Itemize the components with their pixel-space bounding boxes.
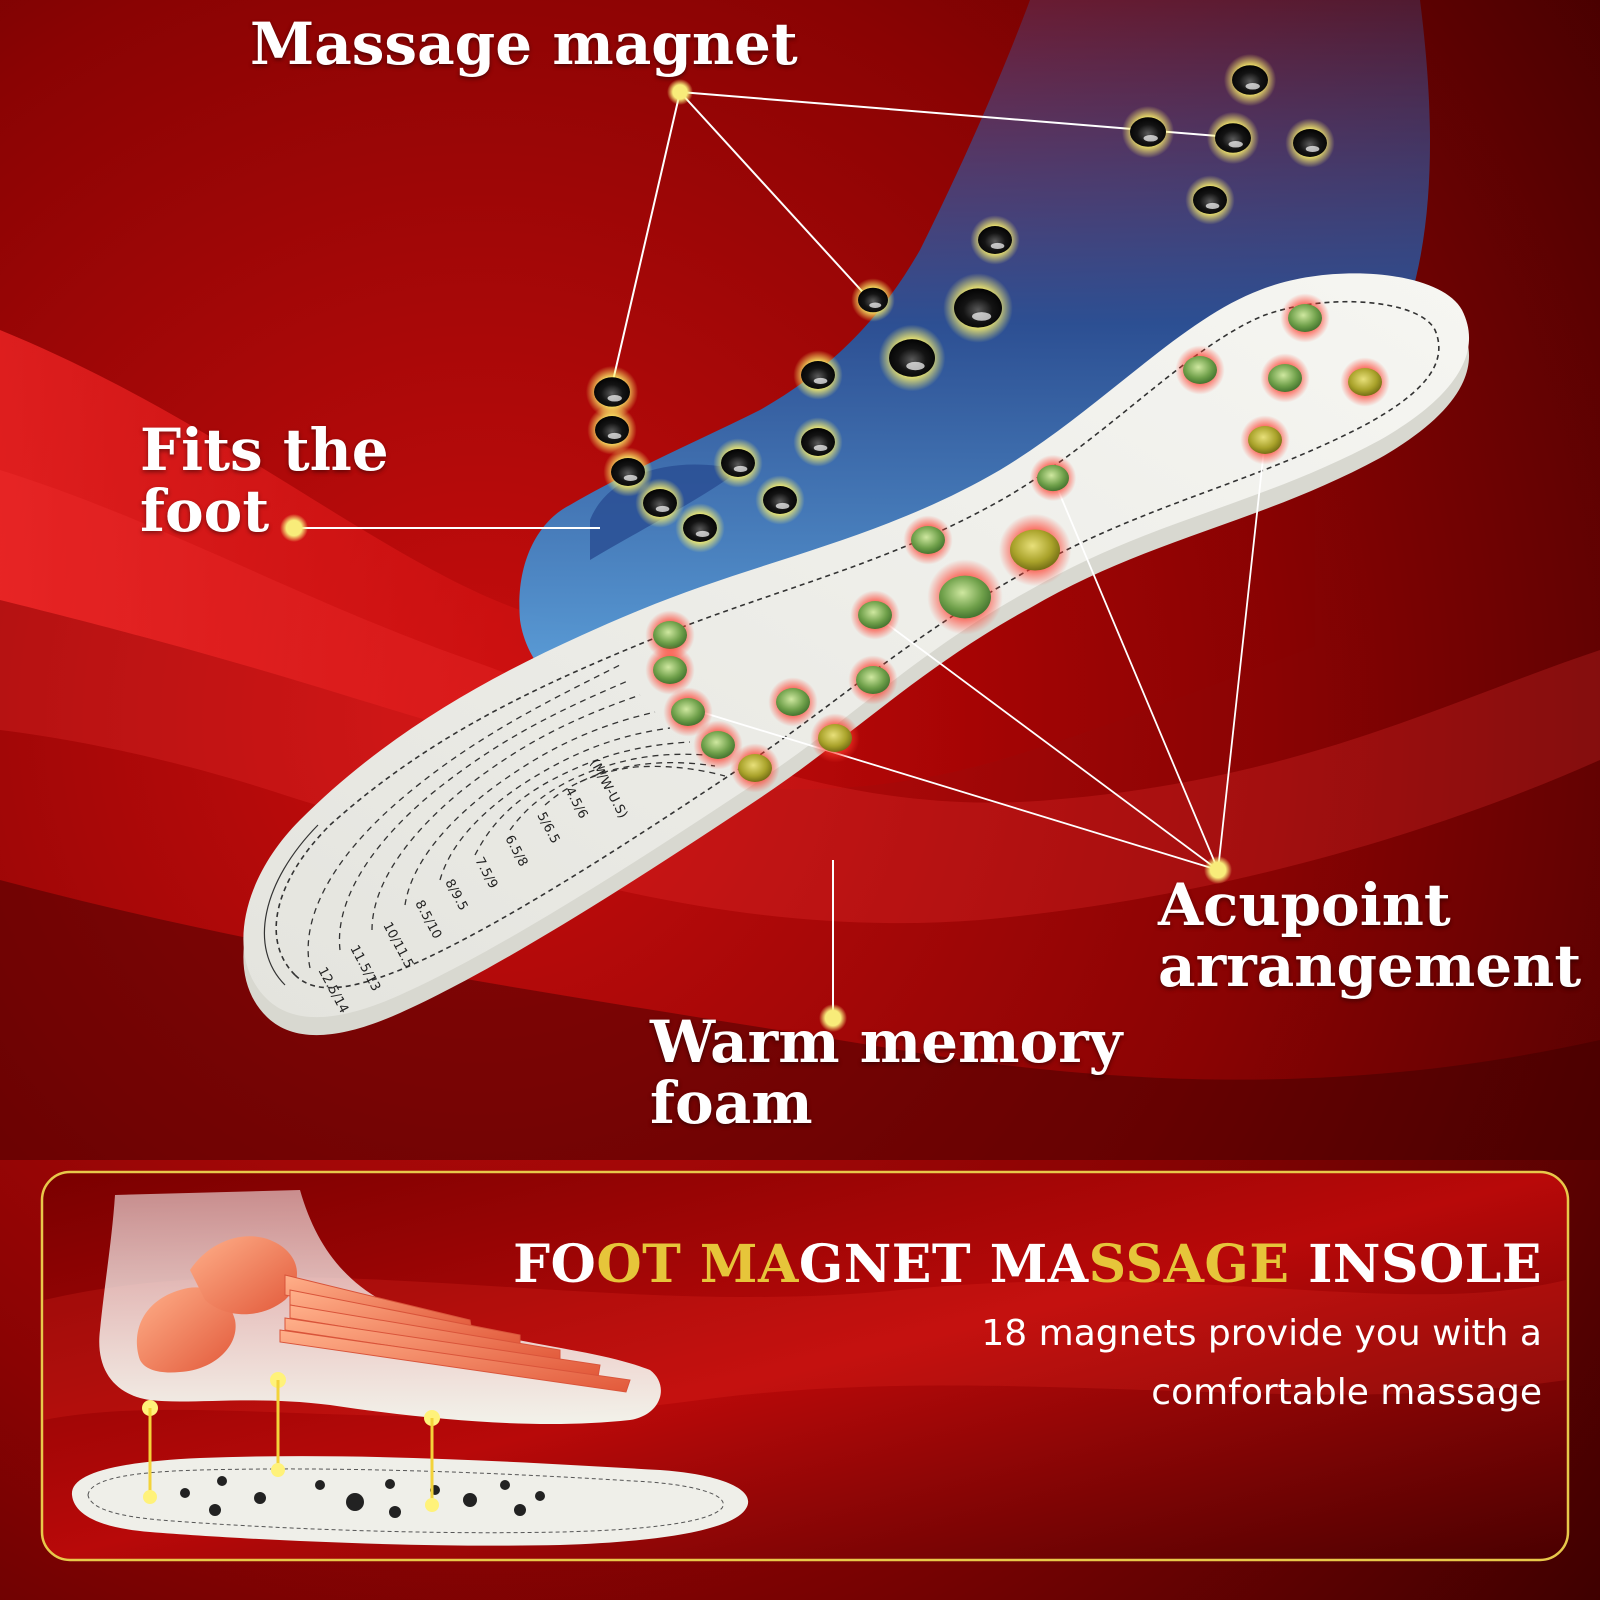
black-bead-icon [585,365,639,419]
green-bead-icon [768,677,818,727]
black-bead-icon [1206,111,1260,165]
panel-title-part: INSOLE [1289,1234,1542,1295]
green-bead-icon [927,559,1003,635]
acupoint-line2: arrangement [1158,931,1582,1000]
panel-title-part: OT MA [596,1234,799,1295]
green-bead-icon [1029,454,1077,502]
black-bead-icon [1223,53,1277,107]
foam-line2: foam [650,1068,813,1137]
black-bead-icon [1285,118,1335,168]
green-bead-icon [810,713,860,763]
fits-the-foot-line1: Fits the [140,416,389,484]
panel-subtitle: 18 magnets provide you with a comfortabl… [842,1304,1542,1422]
background-wave [0,880,1600,1160]
insole-dashed-border [275,301,1440,989]
black-bead-icon [970,215,1020,265]
black-bead-icon [1185,175,1235,225]
magnet-beads [585,53,1335,553]
green-bead-icon [730,743,780,793]
green-bead-icon [1280,293,1330,343]
green-bead-icon [645,645,695,695]
panel-title: FOOT MAGNET MASSAGE INSOLE [513,1234,1542,1295]
green-bead-icon [903,515,953,565]
green-bead-icon [1340,357,1390,407]
black-bead-icon [713,438,763,488]
black-bead-icon [878,324,946,392]
panel-subtitle-line1: 18 magnets provide you with a [981,1313,1542,1354]
green-bead-icon [693,720,743,770]
green-bead-icon [645,610,695,660]
black-bead-icon [635,478,685,528]
fits-the-foot-line2: foot [140,476,270,545]
black-bead-icon [793,417,843,467]
green-bead-icon [848,655,898,705]
black-bead-icon [587,405,637,455]
black-bead-icon [851,278,895,322]
black-bead-icon [675,503,725,553]
yellow-dot-icon [667,79,693,105]
massage-magnet-label: Massage magnet [250,10,798,78]
callout-dots [280,79,1232,1032]
mini-insole [71,1456,749,1546]
acupoint-beads [645,293,1390,793]
yellow-dot-icon [819,1004,847,1032]
green-bead-icon [1175,345,1225,395]
panel-title-part: GNET MA [798,1234,1089,1295]
green-bead-icon [663,687,713,737]
foam-line1: Warm memory [650,1008,1123,1076]
panel-title-part: SSAGE [1088,1234,1290,1295]
feature-panel [40,1170,1570,1562]
green-bead-icon [1240,415,1290,465]
size-contours [307,664,726,969]
panel-subtitle-line2: comfortable massage [1151,1372,1542,1413]
black-bead-icon [755,475,805,525]
insole-top [243,273,1470,1018]
green-bead-icon [1260,353,1310,403]
yellow-dot-icon [280,514,308,542]
warm-memory-foam-label: Warm memory foam [650,1012,1122,1134]
fits-the-foot-label: Fits the foot [140,420,389,542]
panel-title-part: FO [513,1234,597,1295]
acupoint-arrangement-label: Acupoint arrangement [1158,875,1581,997]
insole-inner-line [263,824,319,986]
foot-skeleton [99,1190,661,1512]
green-bead-icon [998,513,1072,587]
black-bead-icon [943,273,1013,343]
black-bead-icon [603,447,653,497]
yellow-dot-icon [1204,856,1232,884]
acupoint-callout-lines [687,439,1266,871]
acupoint-line1: Acupoint [1158,871,1451,939]
black-bead-icon [1121,105,1175,159]
green-bead-icon [850,590,900,640]
black-bead-icon [793,350,843,400]
